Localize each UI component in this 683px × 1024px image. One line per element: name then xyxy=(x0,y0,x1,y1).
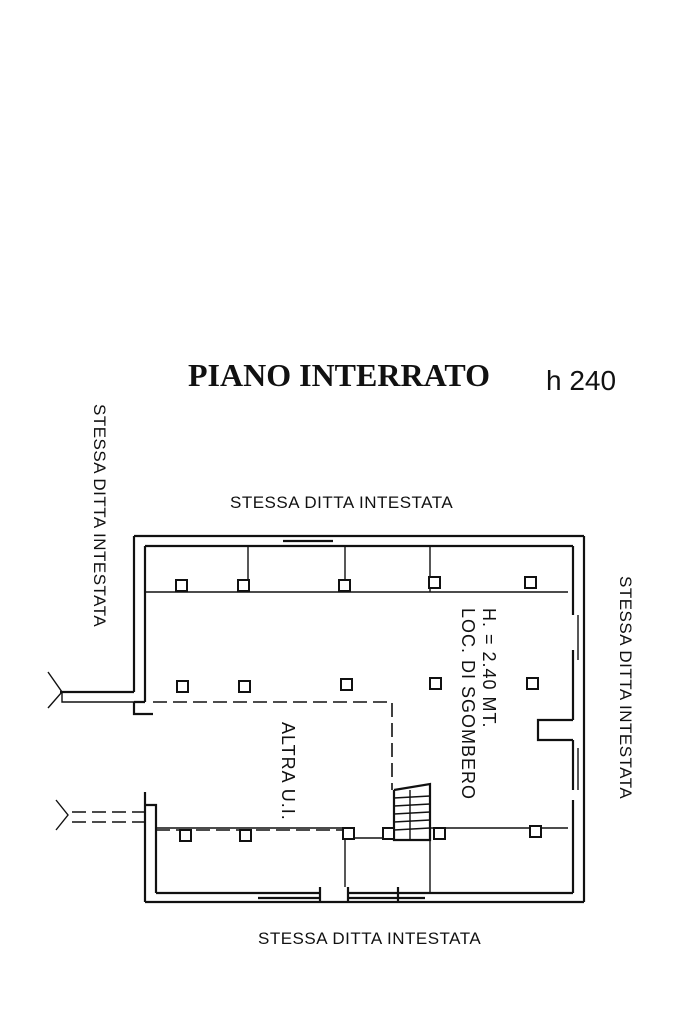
pillar xyxy=(428,576,441,589)
pillar xyxy=(526,677,539,690)
label-top-neighbour: STESSA DITTA INTESTATA xyxy=(230,493,453,512)
pillar xyxy=(382,827,395,840)
pillar xyxy=(179,829,192,842)
pillars xyxy=(175,576,542,842)
pillar xyxy=(238,680,251,693)
room-storage-label: LOC. DI SGOMBERO xyxy=(458,608,478,800)
label-bottom-neighbour: STESSA DITTA INTESTATA xyxy=(258,929,481,948)
height-note: h 240 xyxy=(546,365,616,396)
label-right-neighbour: STESSA DITTA INTESTATA xyxy=(616,576,635,799)
pillar xyxy=(524,576,537,589)
pillar xyxy=(342,827,355,840)
outer-walls xyxy=(60,534,586,904)
interior-partitions xyxy=(145,546,568,893)
pillar xyxy=(529,825,542,838)
pillar xyxy=(338,579,351,592)
staircase xyxy=(392,782,432,842)
label-left-neighbour: STESSA DITTA INTESTATA xyxy=(90,404,109,627)
left-wall-stubs xyxy=(47,671,134,831)
pillar xyxy=(237,579,250,592)
pillar xyxy=(429,677,442,690)
pillar xyxy=(175,579,188,592)
pillar xyxy=(239,829,252,842)
plan-title: PIANO INTERRATO xyxy=(188,357,490,393)
pillar xyxy=(176,680,189,693)
pillar xyxy=(340,678,353,691)
room-other-unit-label: ALTRA U.I. xyxy=(278,722,298,821)
pillar xyxy=(433,827,446,840)
room-height-label: H. = 2.40 MT. xyxy=(479,608,499,729)
